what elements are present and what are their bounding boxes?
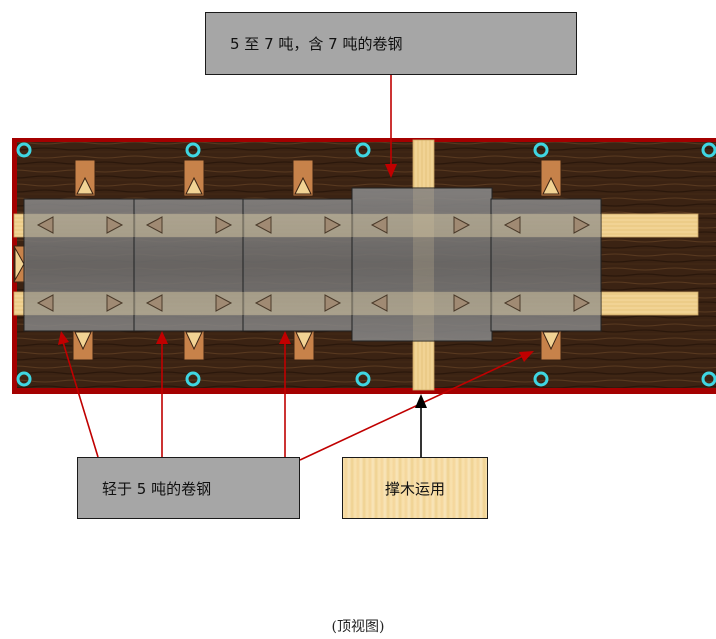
wedge-chock-icon bbox=[324, 216, 342, 234]
wedge-chock-icon bbox=[145, 294, 163, 312]
coil-light-4 bbox=[490, 198, 602, 332]
coil-light-3 bbox=[242, 198, 354, 332]
wedge-chock-icon bbox=[215, 294, 233, 312]
coil-light-1 bbox=[23, 198, 136, 332]
callout-large-coils: 5 至 7 吨，含 7 吨的卷钢 bbox=[205, 12, 577, 75]
wedge-chock-icon bbox=[370, 294, 388, 312]
callout-light-coils-label: 轻于 5 吨的卷钢 bbox=[102, 479, 212, 498]
coil-chocks bbox=[36, 216, 591, 312]
lashing-ring-icon bbox=[701, 371, 716, 387]
wedge-chock-icon bbox=[503, 294, 521, 312]
wedge-chock-icon bbox=[145, 216, 163, 234]
wedge-chock-icon bbox=[254, 294, 272, 312]
wedge-chock-icon bbox=[254, 216, 272, 234]
wedge-chock-icon bbox=[36, 216, 54, 234]
wedge-chock-icon bbox=[324, 294, 342, 312]
wedge-chock-icon bbox=[453, 294, 471, 312]
lashing-ring-icon bbox=[533, 371, 549, 387]
wedge-chock-icon bbox=[453, 216, 471, 234]
leader-light-4 bbox=[299, 355, 524, 461]
arrow-up-icon bbox=[415, 394, 427, 408]
wedge-chock-icon bbox=[183, 159, 205, 197]
arrow-up-icon bbox=[279, 331, 291, 344]
arrow-down-icon bbox=[385, 164, 397, 178]
wedge-chock-icon bbox=[503, 216, 521, 234]
callout-large-coils-label: 5 至 7 吨，含 7 吨的卷钢 bbox=[230, 35, 403, 53]
lashing-ring-icon bbox=[355, 142, 371, 158]
coil-light-2 bbox=[133, 198, 245, 332]
view-caption: (顶视图) bbox=[331, 619, 385, 635]
lashing-ring-icon bbox=[185, 142, 201, 158]
lashing-ring-icon bbox=[16, 142, 32, 158]
wedge-chock-icon bbox=[74, 159, 96, 197]
wedge-chock-icon bbox=[573, 216, 591, 234]
callout-light-coils: 轻于 5 吨的卷钢 bbox=[77, 457, 300, 519]
arrow-up-icon bbox=[519, 351, 534, 362]
lashing-ring-icon bbox=[701, 142, 716, 158]
wedge-chock-icon bbox=[370, 216, 388, 234]
lashing-ring-icon bbox=[533, 142, 549, 158]
wedge-chock-icon bbox=[292, 159, 314, 197]
wedge-chock-icon bbox=[573, 294, 591, 312]
wedge-chock-icon bbox=[106, 294, 124, 312]
lashing-ring-icon bbox=[355, 371, 371, 387]
coil-heavy bbox=[351, 187, 493, 342]
wedge-chock-icon bbox=[540, 159, 562, 197]
lashing-ring-icon bbox=[185, 371, 201, 387]
wedge-chock-icon bbox=[72, 329, 94, 361]
wedge-chock-icon bbox=[183, 329, 205, 361]
wedge-chock-icon bbox=[36, 294, 54, 312]
arrow-up-icon bbox=[58, 331, 69, 345]
callout-dunnage-label: 撑木运用 bbox=[384, 479, 445, 498]
leader-light-1 bbox=[62, 341, 99, 458]
wedge-chock-icon bbox=[215, 216, 233, 234]
arrow-up-icon bbox=[156, 331, 168, 344]
lashing-ring-icon bbox=[16, 371, 32, 387]
callout-dunnage: 撑木运用 bbox=[342, 457, 488, 519]
wedge-chock-icon bbox=[293, 329, 315, 361]
wedge-chock-icon bbox=[106, 216, 124, 234]
wedge-chock-icon bbox=[540, 329, 562, 361]
